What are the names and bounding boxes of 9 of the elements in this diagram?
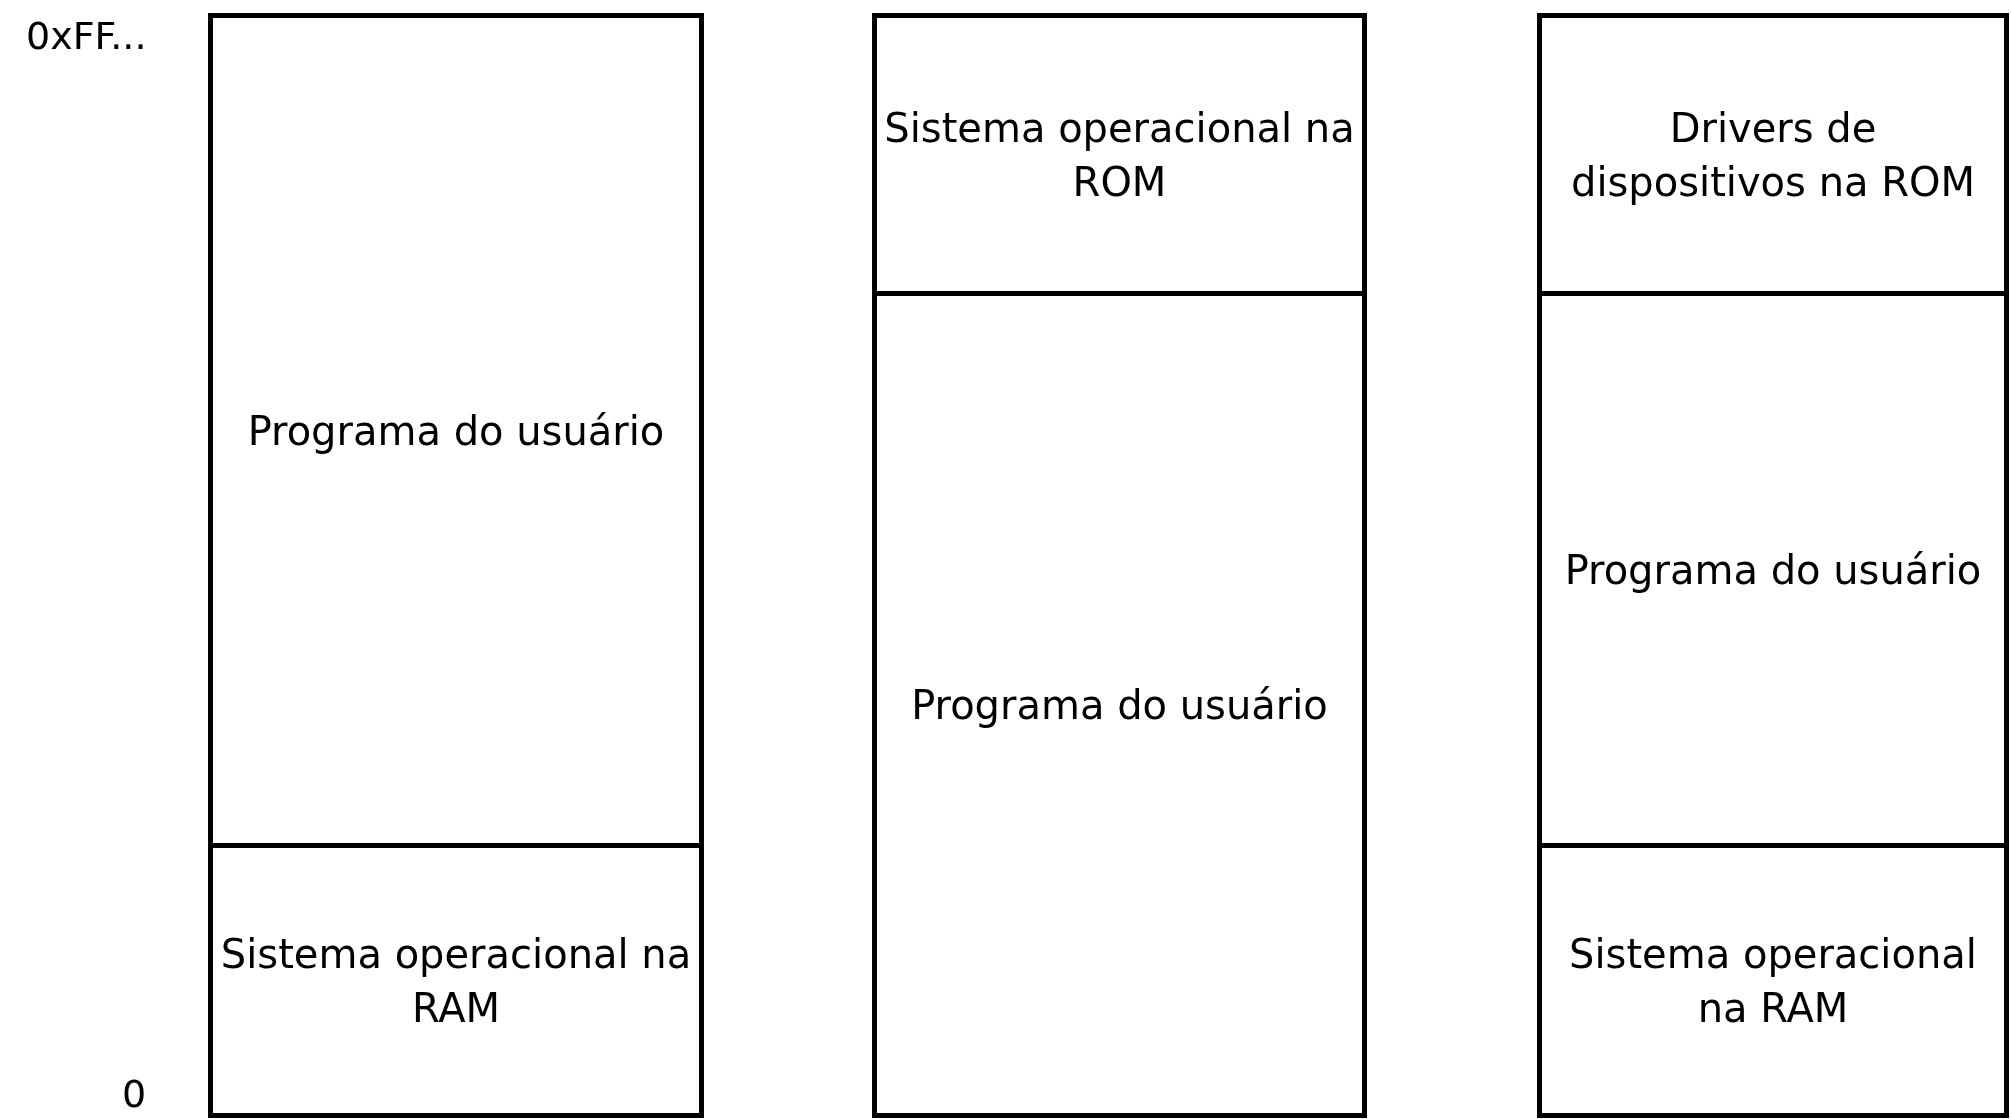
region-label: Programa do usuário [246,406,666,456]
region-label: Programa do usuário [1563,545,1983,595]
region-label: Sistema operacional na ROM [883,103,1356,207]
address-label: 0xFF... [26,14,147,58]
region-label: Drivers de dispositivos na ROM [1570,103,1976,207]
region-label: Sistema operacional na RAM [219,929,693,1033]
address-label: 0 [122,1072,147,1116]
region-label: Programa do usuário [910,680,1329,730]
region-label: Sistema operacional na RAM [1568,929,1978,1033]
